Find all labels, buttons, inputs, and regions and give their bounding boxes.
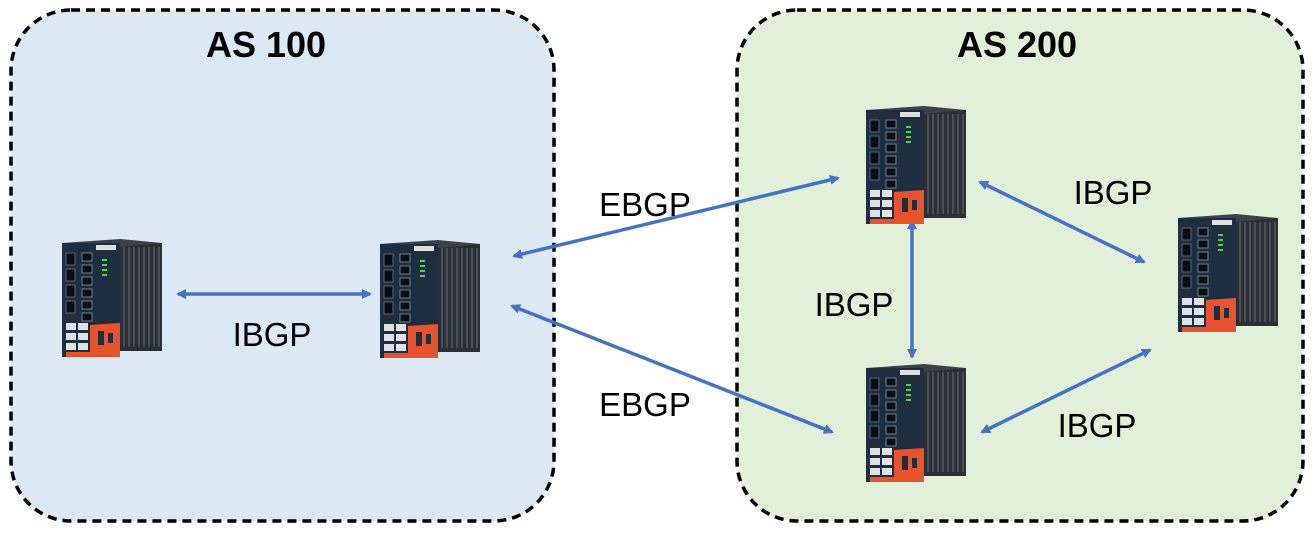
- link-label-r100a-r100b: IBGP: [233, 316, 312, 353]
- router-as200-right: [1177, 213, 1279, 333]
- router-as200-top: [865, 105, 967, 225]
- link-r100b-r200top: [512, 175, 840, 259]
- link-r200bottom-r200right: [980, 348, 1152, 434]
- link-r200top-r200right: [978, 180, 1146, 264]
- as100-domain: AS 100: [9, 8, 556, 523]
- as200-title: AS 200: [957, 24, 1077, 65]
- link-label-r100b-r200bottom: EBGP: [599, 386, 691, 423]
- link-label-r200bottom-r200right: IBGP: [1058, 407, 1137, 444]
- link-label-r100b-r200top: EBGP: [599, 186, 691, 223]
- link-r100b-r200bottom: [510, 304, 834, 434]
- router-as200-bottom: [865, 363, 967, 483]
- router-as100-left: [61, 238, 163, 358]
- as100-title: AS 100: [206, 24, 326, 65]
- link-label-r200top-r200right: IBGP: [1074, 174, 1153, 211]
- router-as100-right: [379, 239, 481, 359]
- link-label-r200top-r200bottom: IBGP: [815, 286, 894, 323]
